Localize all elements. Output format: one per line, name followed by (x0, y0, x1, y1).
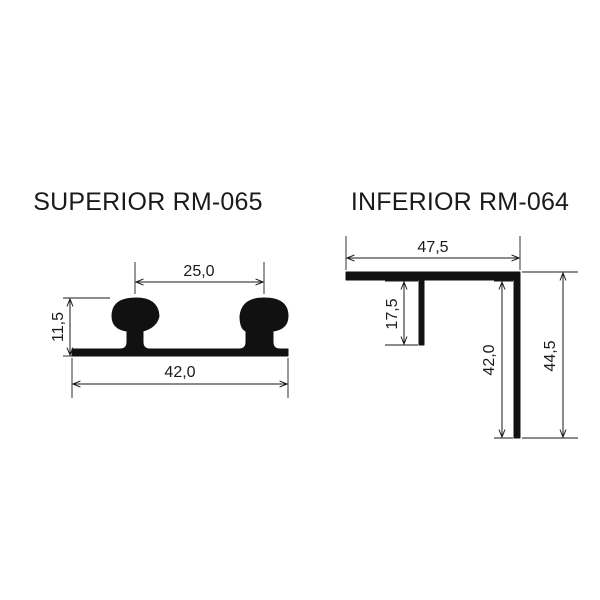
superior-profile-group: SUPERIOR RM-065 25,0 11,5 42,0 (33, 188, 289, 398)
inferior-dim-total-height: 44,5 (542, 340, 559, 371)
inferior-title: INFERIOR RM-064 (351, 188, 569, 216)
inferior-dim-short-leg: 17,5 (384, 298, 401, 329)
superior-title: SUPERIOR RM-065 (33, 188, 262, 216)
superior-dim-height: 11,5 (50, 312, 67, 342)
inferior-dim-width-top: 47,5 (417, 239, 448, 256)
inferior-profile-shape (345, 271, 521, 439)
superior-profile-shape (71, 297, 289, 357)
superior-dim-width-total: 42,0 (164, 364, 195, 381)
superior-dim-width-inner: 25,0 (183, 263, 214, 280)
inferior-profile-group: INFERIOR RM-064 47,5 17,5 42,0 44,5 (345, 188, 578, 439)
inferior-dim-leg-height: 42,0 (481, 344, 498, 375)
